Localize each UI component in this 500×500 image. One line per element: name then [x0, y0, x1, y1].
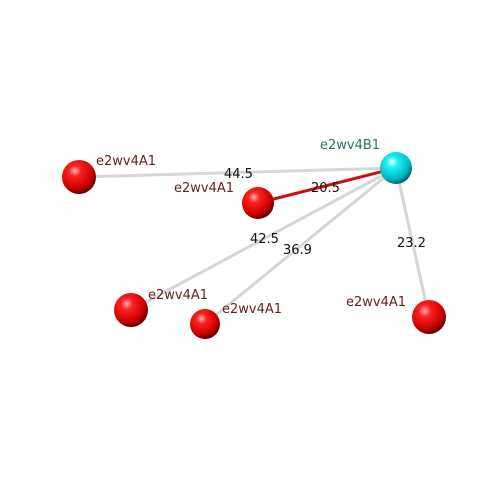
atoms: [62, 152, 446, 339]
leaf-label: e2wv4A1: [148, 288, 208, 303]
leaf-atom[interactable]: [242, 187, 274, 219]
leaf-label: e2wv4A1: [96, 154, 156, 169]
bond-3: [130, 166, 397, 312]
leaf-atom[interactable]: [412, 300, 446, 334]
bond-2[interactable]: [257, 166, 397, 205]
leaf-atom[interactable]: [114, 293, 148, 327]
bond-4: [204, 166, 397, 326]
bond-1: [78, 166, 397, 179]
leaf-atom[interactable]: [62, 160, 96, 194]
atom-labels: e2wv4B1 e2wv4A1 e2wv4A1 e2wv4A1 e2wv4A1 …: [96, 138, 406, 317]
leaf-atom[interactable]: [190, 309, 220, 339]
bond-5: [394, 167, 431, 318]
distance-label: 23.2: [397, 236, 426, 251]
distance-label: 42.5: [250, 232, 279, 247]
distance-label: 44.5: [224, 167, 253, 182]
distance-label: 20.5: [311, 181, 340, 196]
leaf-label: e2wv4A1: [346, 295, 406, 310]
distance-labels: 44.5 20.5 42.5 36.9 23.2: [224, 167, 426, 258]
leaf-label: e2wv4A1: [174, 181, 234, 196]
hub-atom[interactable]: [380, 152, 412, 184]
bonds: [78, 166, 431, 326]
distance-label: 36.9: [283, 243, 312, 258]
hub-label: e2wv4B1: [320, 138, 380, 153]
leaf-label: e2wv4A1: [222, 302, 282, 317]
